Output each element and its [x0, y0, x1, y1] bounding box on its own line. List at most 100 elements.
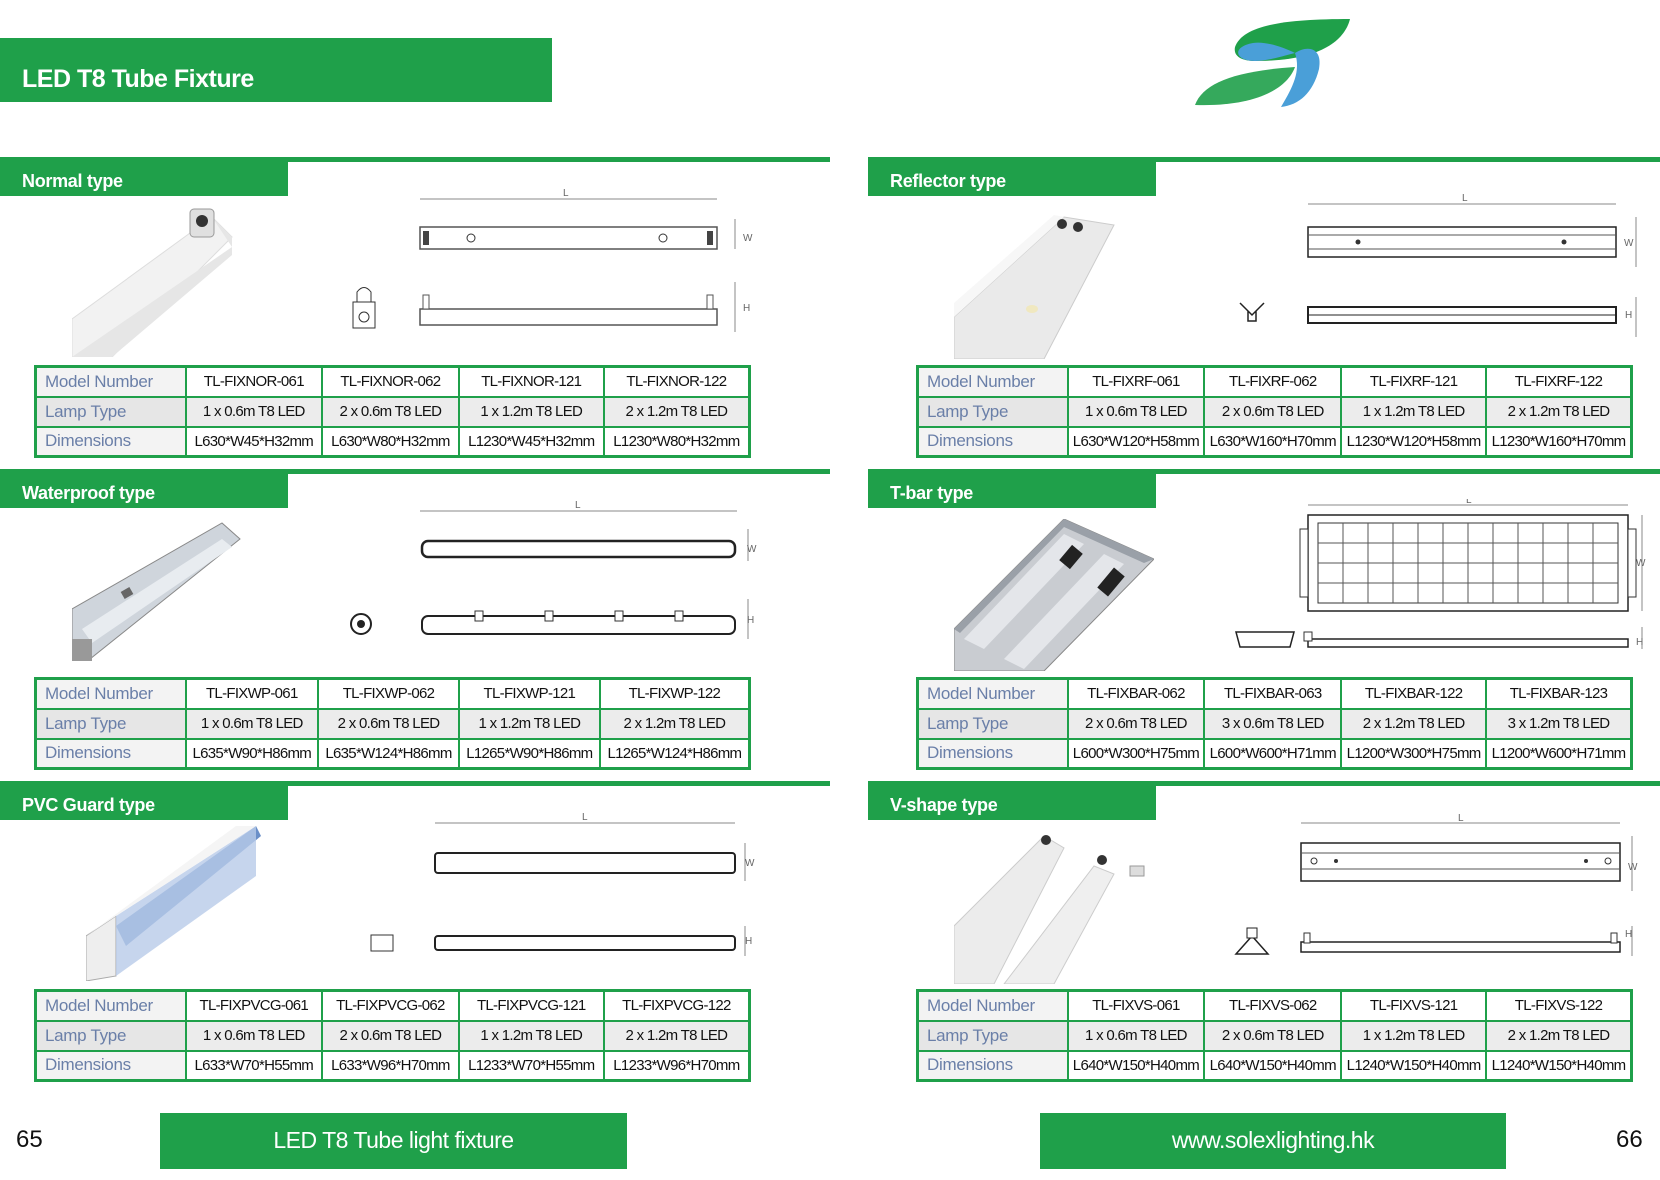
section-title: Normal type [0, 162, 288, 196]
dim-label-height: H [743, 303, 750, 314]
model-cell: TL-FIXWP-062 [317, 677, 460, 710]
dims-cell: L1240*W150*H40mm [1340, 1049, 1488, 1082]
section-normal-type: Normal type L W H Model Number TL-FIXNOR… [0, 157, 830, 469]
model-cell: TL-FIXVS-122 [1485, 989, 1633, 1022]
footer-website-link[interactable]: www.solexlighting.hk [1040, 1113, 1506, 1169]
section-rule [868, 157, 1660, 162]
dims-cell: L1233*W96*H70mm [602, 1049, 751, 1082]
row-label-dims: Dimensions [34, 737, 187, 770]
lamp-cell: 2 x 0.6m T8 LED [317, 707, 460, 740]
lamp-cell: 2 x 0.6m T8 LED [1203, 395, 1343, 428]
spec-table: Model Number TL-FIXNOR-061 TL-FIXNOR-062… [34, 365, 751, 458]
section-rule [868, 469, 1660, 474]
model-cell: TL-FIXPVCG-122 [602, 989, 751, 1022]
model-cell: TL-FIXWP-061 [184, 677, 320, 710]
dims-cell: L1265*W90*H86mm [457, 737, 601, 770]
dims-cell: L1230*W45*H32mm [457, 425, 605, 458]
row-label-dims: Dimensions [916, 1049, 1069, 1082]
lamp-cell: 1 x 0.6m T8 LED [1066, 1019, 1206, 1052]
dims-cell: L1200*W600*H71mm [1485, 737, 1633, 770]
dim-label-width: W [1624, 238, 1634, 249]
row-label-lamp: Lamp Type [34, 707, 187, 740]
dim-label-height: H [745, 936, 752, 947]
lamp-cell: 2 x 1.2m T8 LED [1340, 707, 1488, 740]
row-label-lamp: Lamp Type [916, 707, 1069, 740]
lamp-cell: 1 x 1.2m T8 LED [1340, 1019, 1488, 1052]
dim-label-width: W [1628, 862, 1638, 873]
spec-table: Model Number TL-FIXVS-061 TL-FIXVS-062 T… [916, 989, 1633, 1082]
footer-label-left: LED T8 Tube light fixture [160, 1113, 627, 1169]
lamp-cell: 1 x 1.2m T8 LED [457, 395, 605, 428]
lamp-cell: 1 x 0.6m T8 LED [1066, 395, 1206, 428]
row-label-model: Model Number [916, 989, 1069, 1022]
dim-label-height: H [1636, 637, 1643, 648]
dim-label-length: L [1462, 193, 1468, 204]
model-cell: TL-FIXRF-061 [1066, 365, 1206, 398]
row-label-lamp: Lamp Type [34, 395, 187, 428]
section-title: Waterproof type [0, 474, 288, 508]
lamp-cell: 1 x 1.2m T8 LED [1340, 395, 1488, 428]
model-cell: TL-FIXVS-061 [1066, 989, 1206, 1022]
model-cell: TL-FIXBAR-063 [1203, 677, 1343, 710]
lamp-cell: 2 x 1.2m T8 LED [602, 1019, 751, 1052]
section-waterproof-type: Waterproof type L W H Model Number TL-FI… [0, 469, 830, 781]
fixture-photo [72, 208, 233, 357]
model-cell: TL-FIXNOR-122 [602, 365, 751, 398]
dim-label-height: H [1625, 929, 1632, 940]
fixture-photo [954, 519, 1154, 671]
lamp-cell: 2 x 0.6m T8 LED [1203, 1019, 1343, 1052]
model-cell: TL-FIXBAR-122 [1340, 677, 1488, 710]
dim-label-height: H [747, 615, 754, 626]
section-title: Reflector type [868, 162, 1156, 196]
dims-cell: L640*W150*H40mm [1203, 1049, 1343, 1082]
dim-label-length: L [1466, 499, 1472, 506]
page-number-right: 66 [1616, 1126, 1643, 1153]
dims-cell: L630*W80*H32mm [321, 425, 460, 458]
dims-cell: L1240*W150*H40mm [1485, 1049, 1633, 1082]
row-label-dims: Dimensions [916, 737, 1069, 770]
row-label-lamp: Lamp Type [916, 1019, 1069, 1052]
lamp-cell: 1 x 0.6m T8 LED [184, 707, 320, 740]
dim-label-height: H [1625, 310, 1632, 321]
dims-cell: L630*W160*H70mm [1203, 425, 1343, 458]
dims-cell: L1265*W124*H86mm [598, 737, 751, 770]
dimension-drawing: L W H [1235, 499, 1646, 649]
lamp-cell: 1 x 0.6m T8 LED [184, 1019, 324, 1052]
fixture-photo [86, 826, 261, 981]
dims-cell: L1230*W80*H32mm [602, 425, 751, 458]
dims-cell: L600*W600*H71mm [1203, 737, 1343, 770]
dimension-drawing: L W H [1239, 193, 1637, 337]
dims-cell: L635*W124*H86mm [317, 737, 460, 770]
dims-cell: L640*W150*H40mm [1066, 1049, 1206, 1082]
section-rule [868, 781, 1660, 786]
model-cell: TL-FIXPVCG-121 [457, 989, 605, 1022]
page-title: LED T8 Tube Fixture [0, 38, 552, 102]
model-cell: TL-FIXBAR-123 [1485, 677, 1633, 710]
model-cell: TL-FIXPVCG-061 [184, 989, 324, 1022]
model-cell: TL-FIXPVCG-062 [321, 989, 460, 1022]
model-cell: TL-FIXRF-122 [1485, 365, 1633, 398]
dims-cell: L630*W45*H32mm [184, 425, 324, 458]
model-cell: TL-FIXWP-121 [457, 677, 601, 710]
dim-label-width: W [743, 233, 753, 244]
dims-cell: L1230*W160*H70mm [1485, 425, 1633, 458]
section-t-bar-type: T-bar type L W H Model Number TL-FIX [868, 469, 1660, 781]
section-title: T-bar type [868, 474, 1156, 508]
section-pvc-guard-type: PVC Guard type L W H Model Number TL-FIX… [0, 781, 830, 1093]
dim-label-width: W [1636, 558, 1646, 569]
dimension-drawing: L W H [1234, 813, 1638, 956]
spec-table: Model Number TL-FIXBAR-062 TL-FIXBAR-063… [916, 677, 1633, 770]
fixture-photo [954, 215, 1115, 359]
section-rule [0, 781, 830, 786]
row-label-dims: Dimensions [916, 425, 1069, 458]
lamp-cell: 2 x 1.2m T8 LED [602, 395, 751, 428]
dim-label-length: L [563, 188, 569, 199]
dims-cell: L1230*W120*H58mm [1340, 425, 1488, 458]
dims-cell: L633*W96*H70mm [321, 1049, 460, 1082]
model-cell: TL-FIXVS-121 [1340, 989, 1488, 1022]
solex-logo-icon [1195, 19, 1350, 107]
dimension-drawing: L W H [350, 500, 757, 639]
dims-cell: L1200*W300*H75mm [1340, 737, 1488, 770]
dimension-drawing: L W H [370, 812, 755, 956]
fixture-photo [954, 835, 1145, 984]
